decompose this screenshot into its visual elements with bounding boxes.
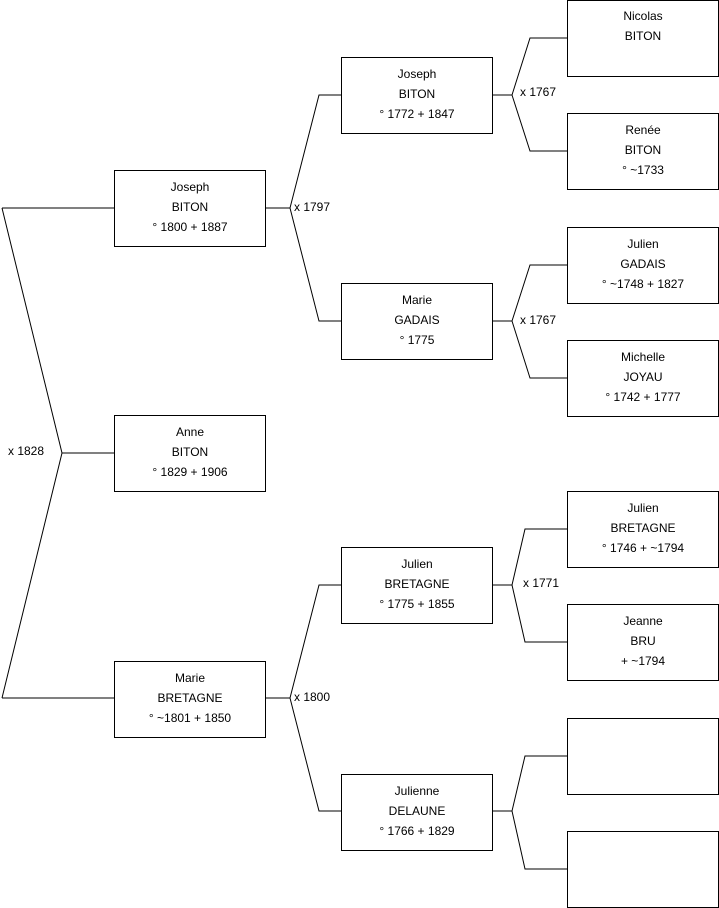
person-box-marie-gadais[interactable]: Marie GADAIS ° 1775 xyxy=(341,283,493,360)
person-last-name: BITON xyxy=(624,29,662,43)
person-dates: ° ~1801 + 1850 xyxy=(148,711,232,725)
person-first-name: Joseph xyxy=(397,67,437,81)
person-box-joseph-biton-1772[interactable]: Joseph BITON ° 1772 + 1847 xyxy=(341,57,493,134)
person-first-name: Julien xyxy=(401,557,433,571)
person-box-julien-gadais[interactable]: Julien GADAIS ° ~1748 + 1827 xyxy=(567,227,719,304)
person-dates: ° ~1733 xyxy=(622,163,664,177)
marriage-date: x 1767 xyxy=(520,85,557,99)
person-box-empty[interactable] xyxy=(567,718,719,795)
person-box-michelle-joyau[interactable]: Michelle JOYAU ° 1742 + 1777 xyxy=(567,340,719,417)
person-box-julien-bretagne-1746[interactable]: Julien BRETAGNE ° 1746 + ~1794 xyxy=(567,491,719,568)
person-first-name: Joseph xyxy=(170,180,210,194)
person-box-joseph-biton-1800[interactable]: Joseph BITON ° 1800 + 1887 xyxy=(114,170,266,247)
connector-line xyxy=(1,207,114,699)
person-dates: ° ~1748 + 1827 xyxy=(601,277,685,291)
person-last-name: GADAIS xyxy=(394,313,440,327)
connector-line xyxy=(265,584,341,812)
person-first-name: Michelle xyxy=(620,350,665,364)
person-last-name: BITON xyxy=(171,200,209,214)
person-box-empty[interactable] xyxy=(567,831,719,908)
marriage-date: x 1828 xyxy=(8,444,45,458)
person-dates: ° 1772 + 1847 xyxy=(379,107,455,121)
marriage-date: x 1800 xyxy=(294,690,331,704)
connector-line xyxy=(492,37,568,152)
person-box-anne-biton[interactable]: Anne BITON ° 1829 + 1906 xyxy=(114,415,266,492)
person-first-name: Julien xyxy=(627,501,659,515)
person-box-nicolas-biton[interactable]: Nicolas BITON xyxy=(567,0,719,77)
person-first-name: Julienne xyxy=(394,784,440,798)
person-last-name: BRETAGNE xyxy=(384,577,450,591)
person-dates: ° 1766 + 1829 xyxy=(379,824,455,838)
person-dates: ° 1742 + 1777 xyxy=(605,390,681,404)
person-first-name: Renée xyxy=(625,123,661,137)
person-last-name: BRETAGNE xyxy=(610,521,676,535)
connector-line xyxy=(492,264,568,379)
marriage-date: x 1767 xyxy=(520,313,557,327)
person-last-name: BITON xyxy=(398,87,436,101)
connector-line xyxy=(492,755,568,870)
person-last-name: BITON xyxy=(171,445,209,459)
connector-line xyxy=(492,528,568,643)
person-first-name: Marie xyxy=(174,671,205,685)
person-box-julien-bretagne-1775[interactable]: Julien BRETAGNE ° 1775 + 1855 xyxy=(341,547,493,624)
person-dates: ° 1800 + 1887 xyxy=(152,220,228,234)
person-first-name: Marie xyxy=(401,293,432,307)
person-dates: ° 1746 + ~1794 xyxy=(601,541,685,555)
marriage-date: x 1797 xyxy=(294,200,331,214)
person-last-name: DELAUNE xyxy=(388,804,446,818)
person-last-name: JOYAU xyxy=(623,370,663,384)
person-box-jeanne-bru[interactable]: Jeanne BRU + ~1794 xyxy=(567,604,719,681)
person-last-name: BRU xyxy=(630,634,656,648)
connector-line xyxy=(265,94,341,322)
person-first-name: Anne xyxy=(175,425,205,439)
person-last-name: BITON xyxy=(624,143,662,157)
marriage-date: x 1771 xyxy=(523,576,560,590)
person-first-name: Nicolas xyxy=(623,9,663,23)
person-box-renee-biton[interactable]: Renée BITON ° ~1733 xyxy=(567,113,719,190)
person-dates: ° 1775 + 1855 xyxy=(379,597,455,611)
person-dates: ° 1775 xyxy=(399,333,435,347)
person-last-name: BRETAGNE xyxy=(157,691,223,705)
person-first-name: Jeanne xyxy=(623,614,663,628)
person-first-name: Julien xyxy=(627,237,659,251)
person-box-marie-bretagne[interactable]: Marie BRETAGNE ° ~1801 + 1850 xyxy=(114,661,266,738)
person-box-julienne-delaune[interactable]: Julienne DELAUNE ° 1766 + 1829 xyxy=(341,774,493,851)
person-dates: + ~1794 xyxy=(620,654,666,668)
person-dates: ° 1829 + 1906 xyxy=(152,465,228,479)
person-last-name: GADAIS xyxy=(620,257,666,271)
